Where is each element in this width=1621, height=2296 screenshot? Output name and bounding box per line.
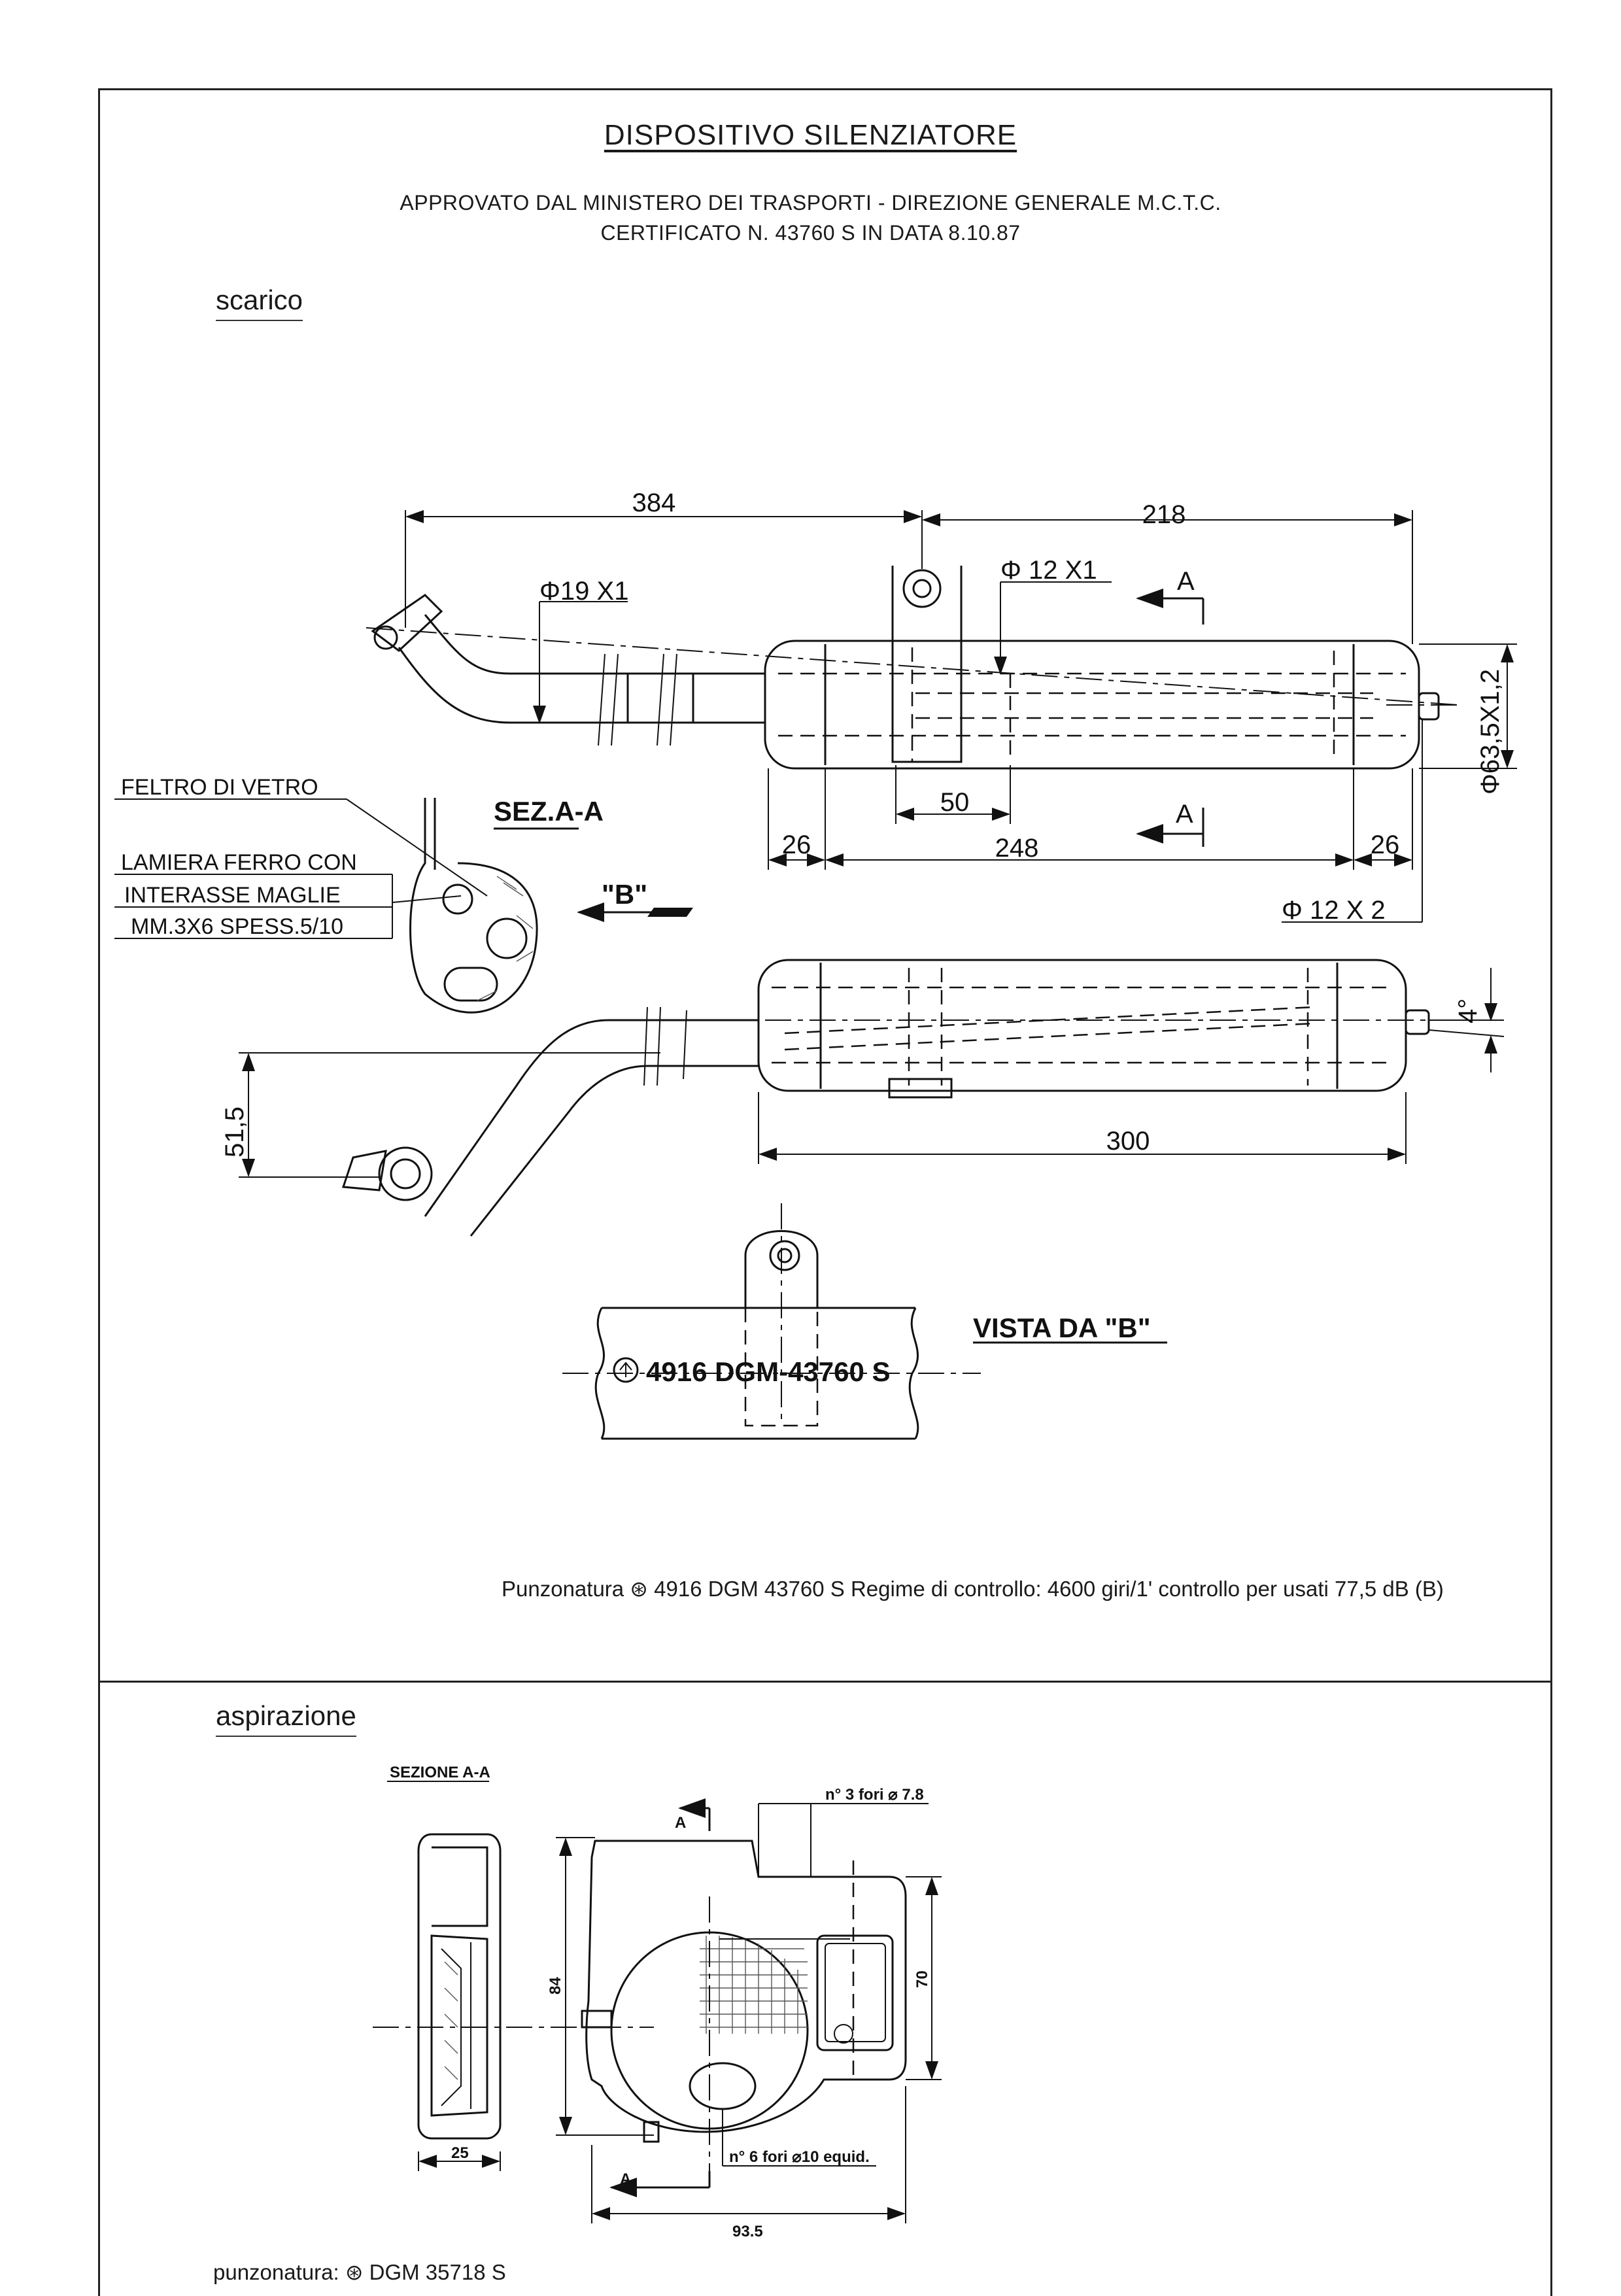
intake-drawing: SEZIONE A-A 25 84: [373, 1764, 942, 2240]
section-divider: [98, 1681, 1550, 1683]
dim-51-5: 51,5: [220, 1106, 249, 1157]
drawing-frame: [98, 88, 1552, 2296]
dim-50: 50: [940, 788, 970, 817]
dim-26-right: 26: [1371, 831, 1400, 859]
section-mark-b: "B": [602, 879, 647, 910]
exhaust-top-view: [366, 566, 1459, 770]
exhaust-section-label: scarico: [216, 284, 303, 321]
exhaust-section-aa: SEZ.A-A "B" FELTRO DI VETRO LAMIERA FERR…: [114, 775, 693, 1014]
exhaust-side-view: 4° 300 51,5: [220, 959, 1505, 1237]
stamp-text: 4916 DGM-43760 S: [646, 1356, 891, 1387]
dim-93-5: 93.5: [732, 2223, 763, 2240]
dim-pipe-diameter: Φ19 X1: [539, 577, 628, 606]
callout-sheet-2: INTERASSE MAGLIE: [124, 883, 341, 908]
exhaust-top-dimensions: 384 218 Φ19 X1 Φ 12 X1 A A Φ63,5X1,2 50: [405, 488, 1517, 925]
intake-mesh: [700, 1936, 808, 2034]
section-aa-title: SEZ.A-A: [494, 796, 604, 827]
view-from-b: 4916 DGM-43760 S VISTA DA "B": [562, 1203, 1167, 1440]
intake-section-title: SEZIONE A-A: [390, 1764, 490, 1781]
section-mark-a-top: A: [1177, 567, 1195, 596]
dim-384: 384: [632, 488, 676, 517]
dim-tail-12x2: Φ 12 X 2: [1282, 896, 1386, 925]
intake-punch-note: punzonatura: ⊛ DGM 35718 S: [213, 2260, 506, 2284]
dim-tube-12x1: Φ 12 X1: [1000, 556, 1097, 585]
callout-sheet-1: LAMIERA FERRO CON: [121, 850, 357, 875]
dim-25: 25: [451, 2144, 469, 2162]
intake-mark-a-top: A: [675, 1814, 686, 1832]
dim-300: 300: [1106, 1127, 1150, 1156]
callout-felt: FELTRO DI VETRO: [121, 775, 318, 800]
dim-26-left: 26: [782, 831, 811, 859]
callout-sheet-3: MM.3X6 SPESS.5/10: [131, 914, 343, 939]
dim-84: 84: [547, 1977, 564, 1995]
section-mark-a-bottom: A: [1176, 800, 1193, 829]
intake-mark-a-bottom: A: [620, 2170, 631, 2188]
dim-body-diameter: Φ63,5X1,2: [1476, 669, 1505, 795]
holes-top-callout: n° 3 fori ⌀ 7.8: [825, 1786, 924, 1804]
dim-218: 218: [1142, 500, 1186, 529]
dim-70: 70: [913, 1970, 931, 1988]
dim-248: 248: [995, 834, 1039, 863]
dim-angle: 4°: [1454, 999, 1482, 1023]
holes-bottom-callout: n° 6 fori ⌀10 equid.: [729, 2148, 870, 2166]
page-title: DISPOSITIVO SILENZIATORE: [604, 119, 1017, 151]
certificate-line: CERTIFICATO N. 43760 S IN DATA 8.10.87: [600, 221, 1021, 245]
exhaust-punch-note: Punzonatura ⊛ 4916 DGM 43760 S Regime di…: [502, 1577, 1444, 1601]
intake-section-label: aspirazione: [216, 1700, 356, 1737]
approval-line: APPROVATO DAL MINISTERO DEI TRASPORTI - …: [400, 191, 1221, 214]
view-b-title: VISTA DA "B": [973, 1312, 1151, 1343]
